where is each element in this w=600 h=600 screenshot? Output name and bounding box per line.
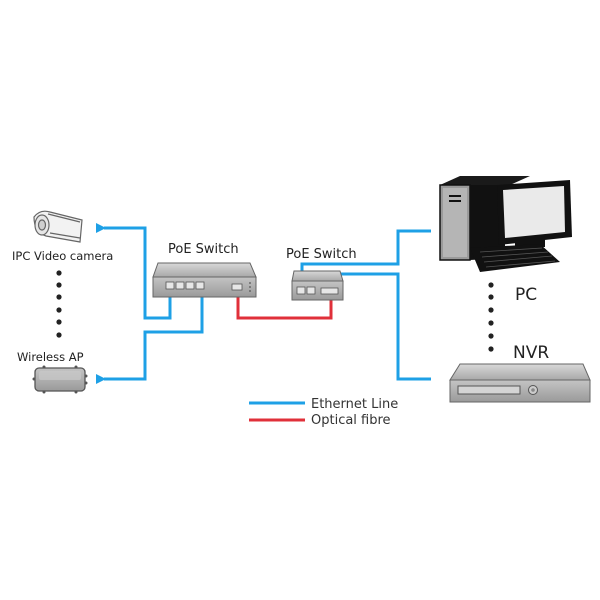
ipc-camera-node: IPC Video camera [12, 210, 113, 263]
optical-fibre-line [236, 290, 333, 320]
ethernet-line-ap [96, 288, 204, 384]
ethernet-ports [165, 281, 205, 290]
poe-switch-main-label: PoE Switch [168, 242, 239, 257]
legend-label-fibre: Optical fibre [311, 413, 391, 428]
fibre-port [231, 283, 243, 291]
desktop-computer-icon [439, 176, 572, 272]
poe-switch-icon [152, 262, 257, 298]
ellipsis-right [488, 282, 494, 352]
ethernet-line-camera [96, 223, 172, 320]
pc-node: PC [439, 176, 572, 305]
poe-switch-small-label: PoE Switch [286, 247, 357, 262]
nvr-label: NVR [513, 343, 549, 363]
ellipsis-left [56, 270, 62, 338]
wireless-ap-node: Wireless AP [17, 350, 88, 394]
nvr-node: NVR [449, 343, 591, 403]
legend-item-fibre: Optical fibre [249, 413, 391, 428]
security-camera-icon [33, 210, 83, 243]
poe-switch-main-node: PoE Switch [152, 242, 257, 298]
legend: Ethernet Line Optical fibre [249, 397, 398, 428]
wireless-access-point-icon [32, 365, 88, 394]
connections [96, 223, 431, 384]
legend-item-ethernet: Ethernet Line [249, 397, 398, 412]
pc-label: PC [515, 285, 537, 305]
nvr-recorder-icon [449, 363, 591, 403]
wireless-ap-label: Wireless AP [17, 350, 84, 364]
poe-switch-small-node: PoE Switch [286, 247, 357, 301]
poe-switch-icon [291, 270, 344, 301]
legend-label-ethernet: Ethernet Line [311, 397, 398, 412]
ipc-camera-label: IPC Video camera [12, 249, 113, 263]
